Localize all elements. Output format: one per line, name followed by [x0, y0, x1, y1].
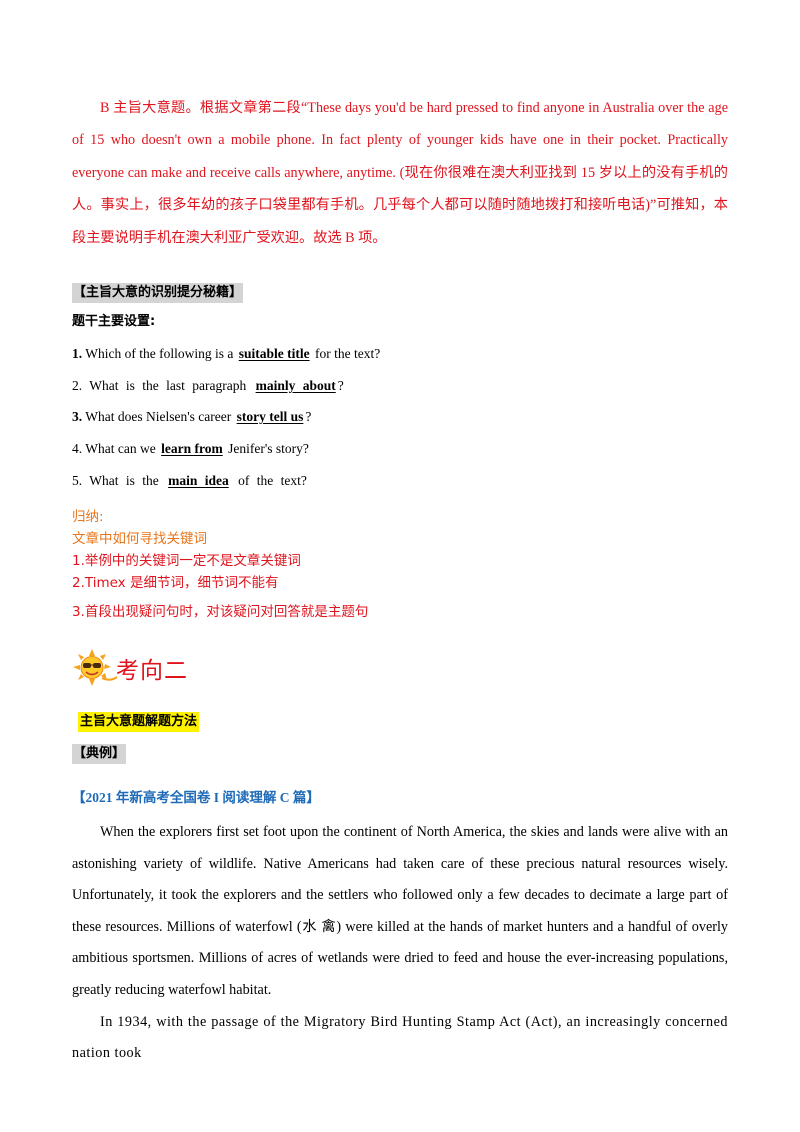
summary-line: 2.Timex 是细节词，细节词不能有 — [72, 575, 279, 591]
question-text-end: ? — [305, 409, 312, 424]
question-item: 5. What is the main idea of the text? — [72, 472, 307, 490]
question-text: What is the — [89, 473, 159, 488]
question-keyword: main idea — [168, 473, 229, 488]
question-keyword: learn from — [161, 441, 223, 456]
reading-passage: When the explorers first set foot upon t… — [72, 817, 728, 1070]
question-number: 1. — [72, 346, 83, 361]
question-item: 1. Which of the following is a suitable … — [72, 345, 380, 363]
question-text: Which of the following is a — [85, 346, 234, 361]
question-text: What does Nielsen's career — [85, 409, 232, 424]
question-number: 5. — [72, 473, 83, 488]
question-keyword: mainly about — [255, 378, 336, 393]
summary-line: 3.首段出现疑问句时，对该疑问对回答就是主题句 — [72, 604, 369, 620]
summary-label: 归纳: — [72, 509, 104, 525]
tips-subheading: 题干主要设置: — [72, 314, 156, 329]
passage-paragraph: When the explorers first set foot upon t… — [72, 824, 728, 998]
question-text-end: for the text? — [311, 346, 381, 361]
passage-paragraph: In 1934, with the passage of the Migrato… — [72, 1013, 728, 1062]
question-item: 3. What does Nielsen's career story tell… — [72, 408, 311, 426]
example-heading: 【典例】 — [72, 744, 127, 764]
summary-line: 1.举例中的关键词一定不是文章关键词 — [72, 553, 301, 569]
question-text-end: Jenifer's story? — [224, 441, 309, 456]
question-text: What can we — [85, 441, 156, 456]
question-text-end: of the text? — [230, 473, 307, 488]
question-number: 2. — [72, 378, 83, 393]
method-heading: 主旨大意题解题方法 — [78, 712, 200, 732]
source-heading: 【2021 年新高考全国卷 I 阅读理解 C 篇】 — [72, 790, 320, 805]
summary-line: 文章中如何寻找关键词 — [72, 531, 207, 547]
question-text: What is the last paragraph — [89, 378, 247, 393]
question-keyword: suitable title — [238, 346, 310, 361]
question-item: 4. What can we learn from Jenifer's stor… — [72, 440, 309, 458]
tips-heading: 【主旨大意的识别提分秘籍】 — [72, 283, 244, 303]
answer-explanation: B 主旨大意题。根据文章第二段“These days you'd be hard… — [72, 100, 728, 246]
section-title: 考向二 — [116, 658, 188, 684]
question-text-end: ? — [337, 378, 344, 393]
sun-icon — [73, 649, 118, 686]
question-keyword: story tell us — [236, 409, 304, 424]
question-item: 2. What is the last paragraph mainly abo… — [72, 377, 344, 395]
question-number: 4. — [72, 441, 83, 456]
question-number: 3. — [72, 409, 83, 424]
